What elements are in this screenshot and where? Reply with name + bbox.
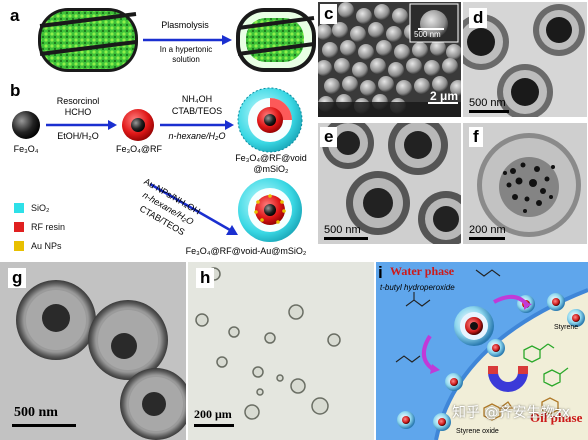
panel-g-scalebar bbox=[12, 424, 76, 427]
fe3o4-label: Fe₃O₄ bbox=[13, 144, 39, 154]
panel-b-label: b bbox=[10, 81, 21, 100]
legend-item-rf: RF resin bbox=[14, 217, 65, 236]
panel-c-sem: c 500 nm 2 μm bbox=[318, 2, 461, 117]
tem-particle bbox=[88, 300, 168, 380]
step2-reagent-1: NH₄OH bbox=[181, 94, 213, 104]
panel-c-scale: 2 μm bbox=[430, 89, 459, 103]
tem-particle bbox=[533, 4, 585, 56]
capsule-particles bbox=[397, 293, 585, 431]
turgid-cells bbox=[38, 8, 138, 72]
solution-text: solution bbox=[172, 55, 200, 64]
panel-g-label: g bbox=[8, 268, 27, 288]
step1-reagent-1: Resorcinol bbox=[56, 96, 100, 106]
fe3o4-rf-label: Fe₃O₄@RF bbox=[116, 144, 162, 154]
panel-c-label: c bbox=[320, 4, 338, 24]
synthesis-scheme bbox=[12, 87, 303, 242]
oil-phase-label: Oil phase bbox=[530, 410, 583, 425]
tem-particle bbox=[418, 191, 461, 244]
pickering-catalysis-scheme bbox=[376, 262, 588, 440]
plant-cells-illustration bbox=[38, 8, 316, 72]
plasmolysis-text: Plasmolysis bbox=[161, 20, 209, 30]
panel-e-label: e bbox=[320, 127, 338, 147]
panel-c-inset-scalebar bbox=[418, 28, 444, 30]
panel-e-tem: e 500 nm bbox=[318, 123, 461, 244]
legend-item-au: Au NPs bbox=[14, 236, 65, 255]
product1-label-line2: @mSiO₂ bbox=[253, 164, 289, 174]
panel-d-scale: 500 nm bbox=[469, 97, 506, 109]
tem-particle bbox=[497, 64, 553, 117]
tem-yolk-shell-g bbox=[0, 262, 186, 440]
tem-particle bbox=[346, 171, 410, 235]
styrene-label: Styrene bbox=[554, 324, 579, 331]
hypertonic-text: In a hypertonic bbox=[159, 45, 213, 54]
tem-single-particle bbox=[463, 123, 587, 244]
styrene-oxide-label: Styrene oxide bbox=[456, 428, 499, 435]
panel-f-scale: 200 nm bbox=[469, 224, 506, 236]
tem-particle bbox=[388, 123, 448, 175]
product1-sphere bbox=[237, 87, 303, 153]
panel-d-tem: d 500 nm bbox=[463, 2, 587, 117]
panel-c-inset-scale: 500 nm bbox=[414, 30, 441, 39]
panel-e-scale: 500 nm bbox=[324, 224, 361, 236]
rf-swatch bbox=[14, 221, 24, 232]
tem-particle bbox=[16, 280, 96, 360]
product2-label: Fe₃O₄@RF@void-Au@mSiO₂ bbox=[185, 246, 307, 256]
sem-particles bbox=[318, 2, 461, 117]
panel-c-scalebar bbox=[428, 102, 458, 104]
panel-i-scheme: i Water phase t-butyl hydroperoxide Styr… bbox=[376, 262, 588, 440]
central-capsule bbox=[454, 306, 494, 346]
legend: SiO₂ RF resin Au NPs bbox=[14, 198, 65, 255]
optical-droplets bbox=[188, 262, 374, 440]
panel-f-tem: f 200 nm bbox=[463, 123, 587, 244]
legend-label-silica: SiO₂ bbox=[31, 202, 50, 213]
tem-yolk-shell-e bbox=[318, 123, 461, 244]
styrene-molecules bbox=[523, 343, 569, 387]
panel-h-optical: h 200 μm bbox=[188, 262, 374, 440]
magnet-icon bbox=[488, 366, 528, 392]
tem-particle bbox=[120, 368, 186, 440]
silica-swatch bbox=[14, 202, 24, 213]
legend-label-rf: RF resin bbox=[31, 221, 66, 232]
step1-reagent-2: HCHO bbox=[64, 107, 92, 117]
au-swatch bbox=[14, 240, 24, 251]
product2-sphere bbox=[238, 178, 302, 242]
legend-item-silica: SiO₂ bbox=[14, 198, 65, 217]
plasmolysed-cells bbox=[236, 8, 316, 72]
au-nanoparticles bbox=[503, 162, 555, 213]
panel-b: b bbox=[0, 80, 316, 260]
panel-a-label: a bbox=[10, 6, 20, 25]
pickering-droplets bbox=[195, 267, 341, 420]
styrene-oxide-molecules bbox=[483, 397, 559, 421]
panel-h-label: h bbox=[196, 268, 215, 288]
panel-h-scale: 200 μm bbox=[194, 407, 232, 421]
panel-f-label: f bbox=[469, 127, 483, 147]
tem-yolk-shell-d bbox=[463, 2, 587, 117]
water-phase-label: Water phase bbox=[390, 264, 455, 278]
oil-phase-region bbox=[436, 290, 588, 440]
panel-a: a Plasmolysis In a hypertonic bbox=[0, 0, 316, 80]
tbhp-label: t-butyl hydroperoxide bbox=[380, 283, 455, 292]
product1-label-line1: Fe₃O₄@RF@void bbox=[235, 153, 307, 163]
panel-e-scalebar bbox=[324, 237, 368, 240]
tem-particle bbox=[463, 14, 509, 70]
panel-h-scalebar bbox=[194, 424, 234, 427]
tbhp-molecules bbox=[395, 269, 501, 363]
panel-d-label: d bbox=[469, 8, 488, 28]
panel-d-scalebar bbox=[469, 110, 509, 113]
panel-i-label: i bbox=[378, 263, 383, 282]
panel-f-scalebar bbox=[469, 237, 505, 240]
panel-g-scale: 500 nm bbox=[14, 405, 58, 420]
legend-label-au: Au NPs bbox=[31, 240, 62, 251]
watermark-text: 知乎 @齐安生物zx bbox=[452, 405, 571, 421]
fe3o4-sphere bbox=[12, 111, 40, 139]
step2-solvent: n-hexane/H₂O bbox=[168, 131, 226, 141]
step1-solvent: EtOH/H₂O bbox=[57, 131, 99, 141]
step2-reagent-2: CTAB/TEOS bbox=[171, 106, 223, 116]
panel-g-tem: g 500 nm bbox=[0, 262, 186, 440]
